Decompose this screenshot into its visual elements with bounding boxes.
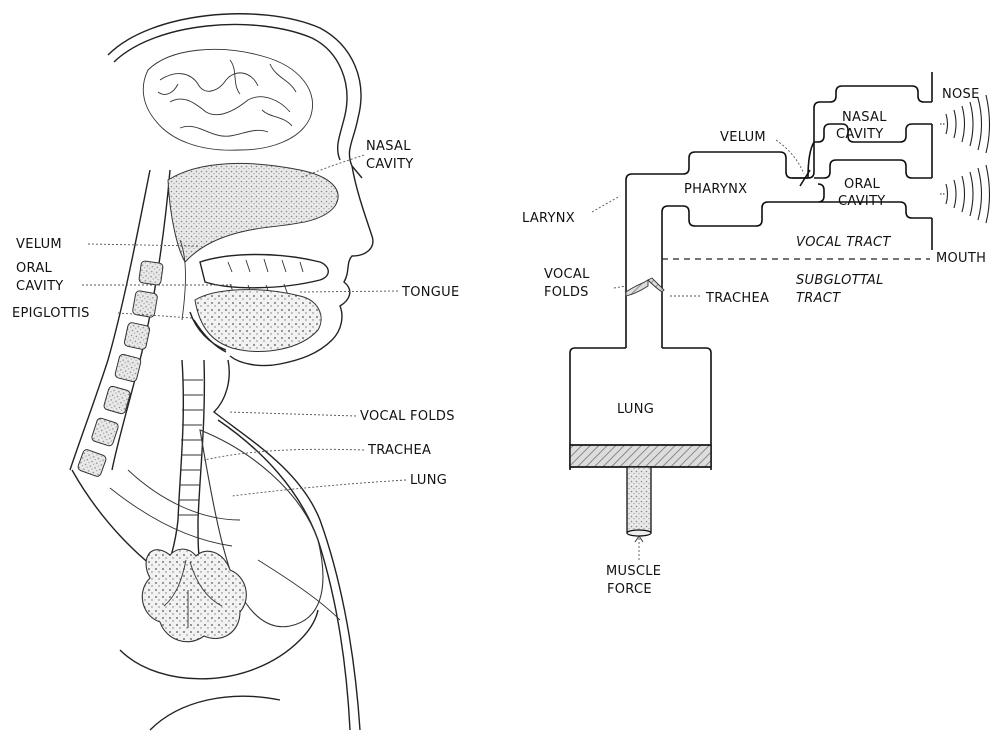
anatomy-illustration: NASAL CAVITY VELUM ORAL CAVITY EPIGLOTTI… [12, 14, 460, 730]
label-mouth: MOUTH [936, 251, 986, 266]
tongue-shape [195, 290, 321, 352]
bronchi-cluster [142, 549, 246, 642]
tract-inner-contour [662, 202, 818, 298]
mouth-cavity [195, 255, 328, 352]
label-nasal-cavity-2: CAVITY [366, 157, 414, 172]
sound-waves [940, 95, 990, 223]
label-lung-right: LUNG [617, 402, 654, 417]
label-nose: NOSE [942, 87, 980, 102]
label-vocal-tract: VOCAL TRACT [796, 235, 891, 250]
label-pharynx: PHARYNX [684, 182, 747, 197]
label-velum-right: VELUM [720, 130, 766, 145]
larynx-leader [592, 196, 620, 212]
label-trachea-right: TRACHEA [705, 291, 769, 306]
label-vocal-folds-2-right: FOLDS [544, 285, 589, 300]
label-oral-cavity-2-right: CAVITY [838, 194, 886, 209]
vocal-folds-marks [626, 278, 664, 296]
label-vocal-folds: VOCAL FOLDS [360, 409, 455, 424]
schematic-labels: NOSE NASAL CAVITY VELUM PHARYNX ORAL CAV… [522, 87, 986, 597]
label-tongue: TONGUE [401, 285, 460, 300]
label-oral-cavity-2: CAVITY [16, 279, 64, 294]
label-nasal-cavity-1: NASAL [366, 139, 411, 154]
piston-rod [627, 467, 651, 533]
label-oral-cavity-1-right: ORAL [844, 177, 881, 192]
trachea-tube [170, 360, 204, 562]
label-velum: VELUM [16, 237, 62, 252]
skull-outline [108, 14, 362, 178]
label-trachea: TRACHEA [367, 443, 431, 458]
label-subglottal-2: TRACT [796, 291, 841, 306]
label-epiglottis: EPIGLOTTIS [12, 306, 90, 321]
vertebrae [77, 261, 163, 478]
label-vocal-folds-1-right: VOCAL [544, 267, 590, 282]
label-subglottal-1: SUBGLOTTAL [796, 273, 884, 288]
lung-piston-plate [570, 445, 711, 467]
label-larynx: LARYNX [522, 211, 575, 226]
label-nasal-cavity-1-right: NASAL [842, 110, 887, 125]
label-muscle-force-1: MUSCLE [606, 564, 661, 579]
label-nasal-cavity-2-right: CAVITY [836, 127, 884, 142]
label-lung: LUNG [410, 473, 447, 488]
label-muscle-force-2: FORCE [607, 582, 652, 597]
brain [143, 49, 312, 150]
vocal-tract-schematic: NOSE NASAL CAVITY VELUM PHARYNX ORAL CAV… [522, 72, 990, 597]
label-oral-cavity-1: ORAL [16, 261, 53, 276]
nasal-pharynx-region [168, 163, 338, 262]
